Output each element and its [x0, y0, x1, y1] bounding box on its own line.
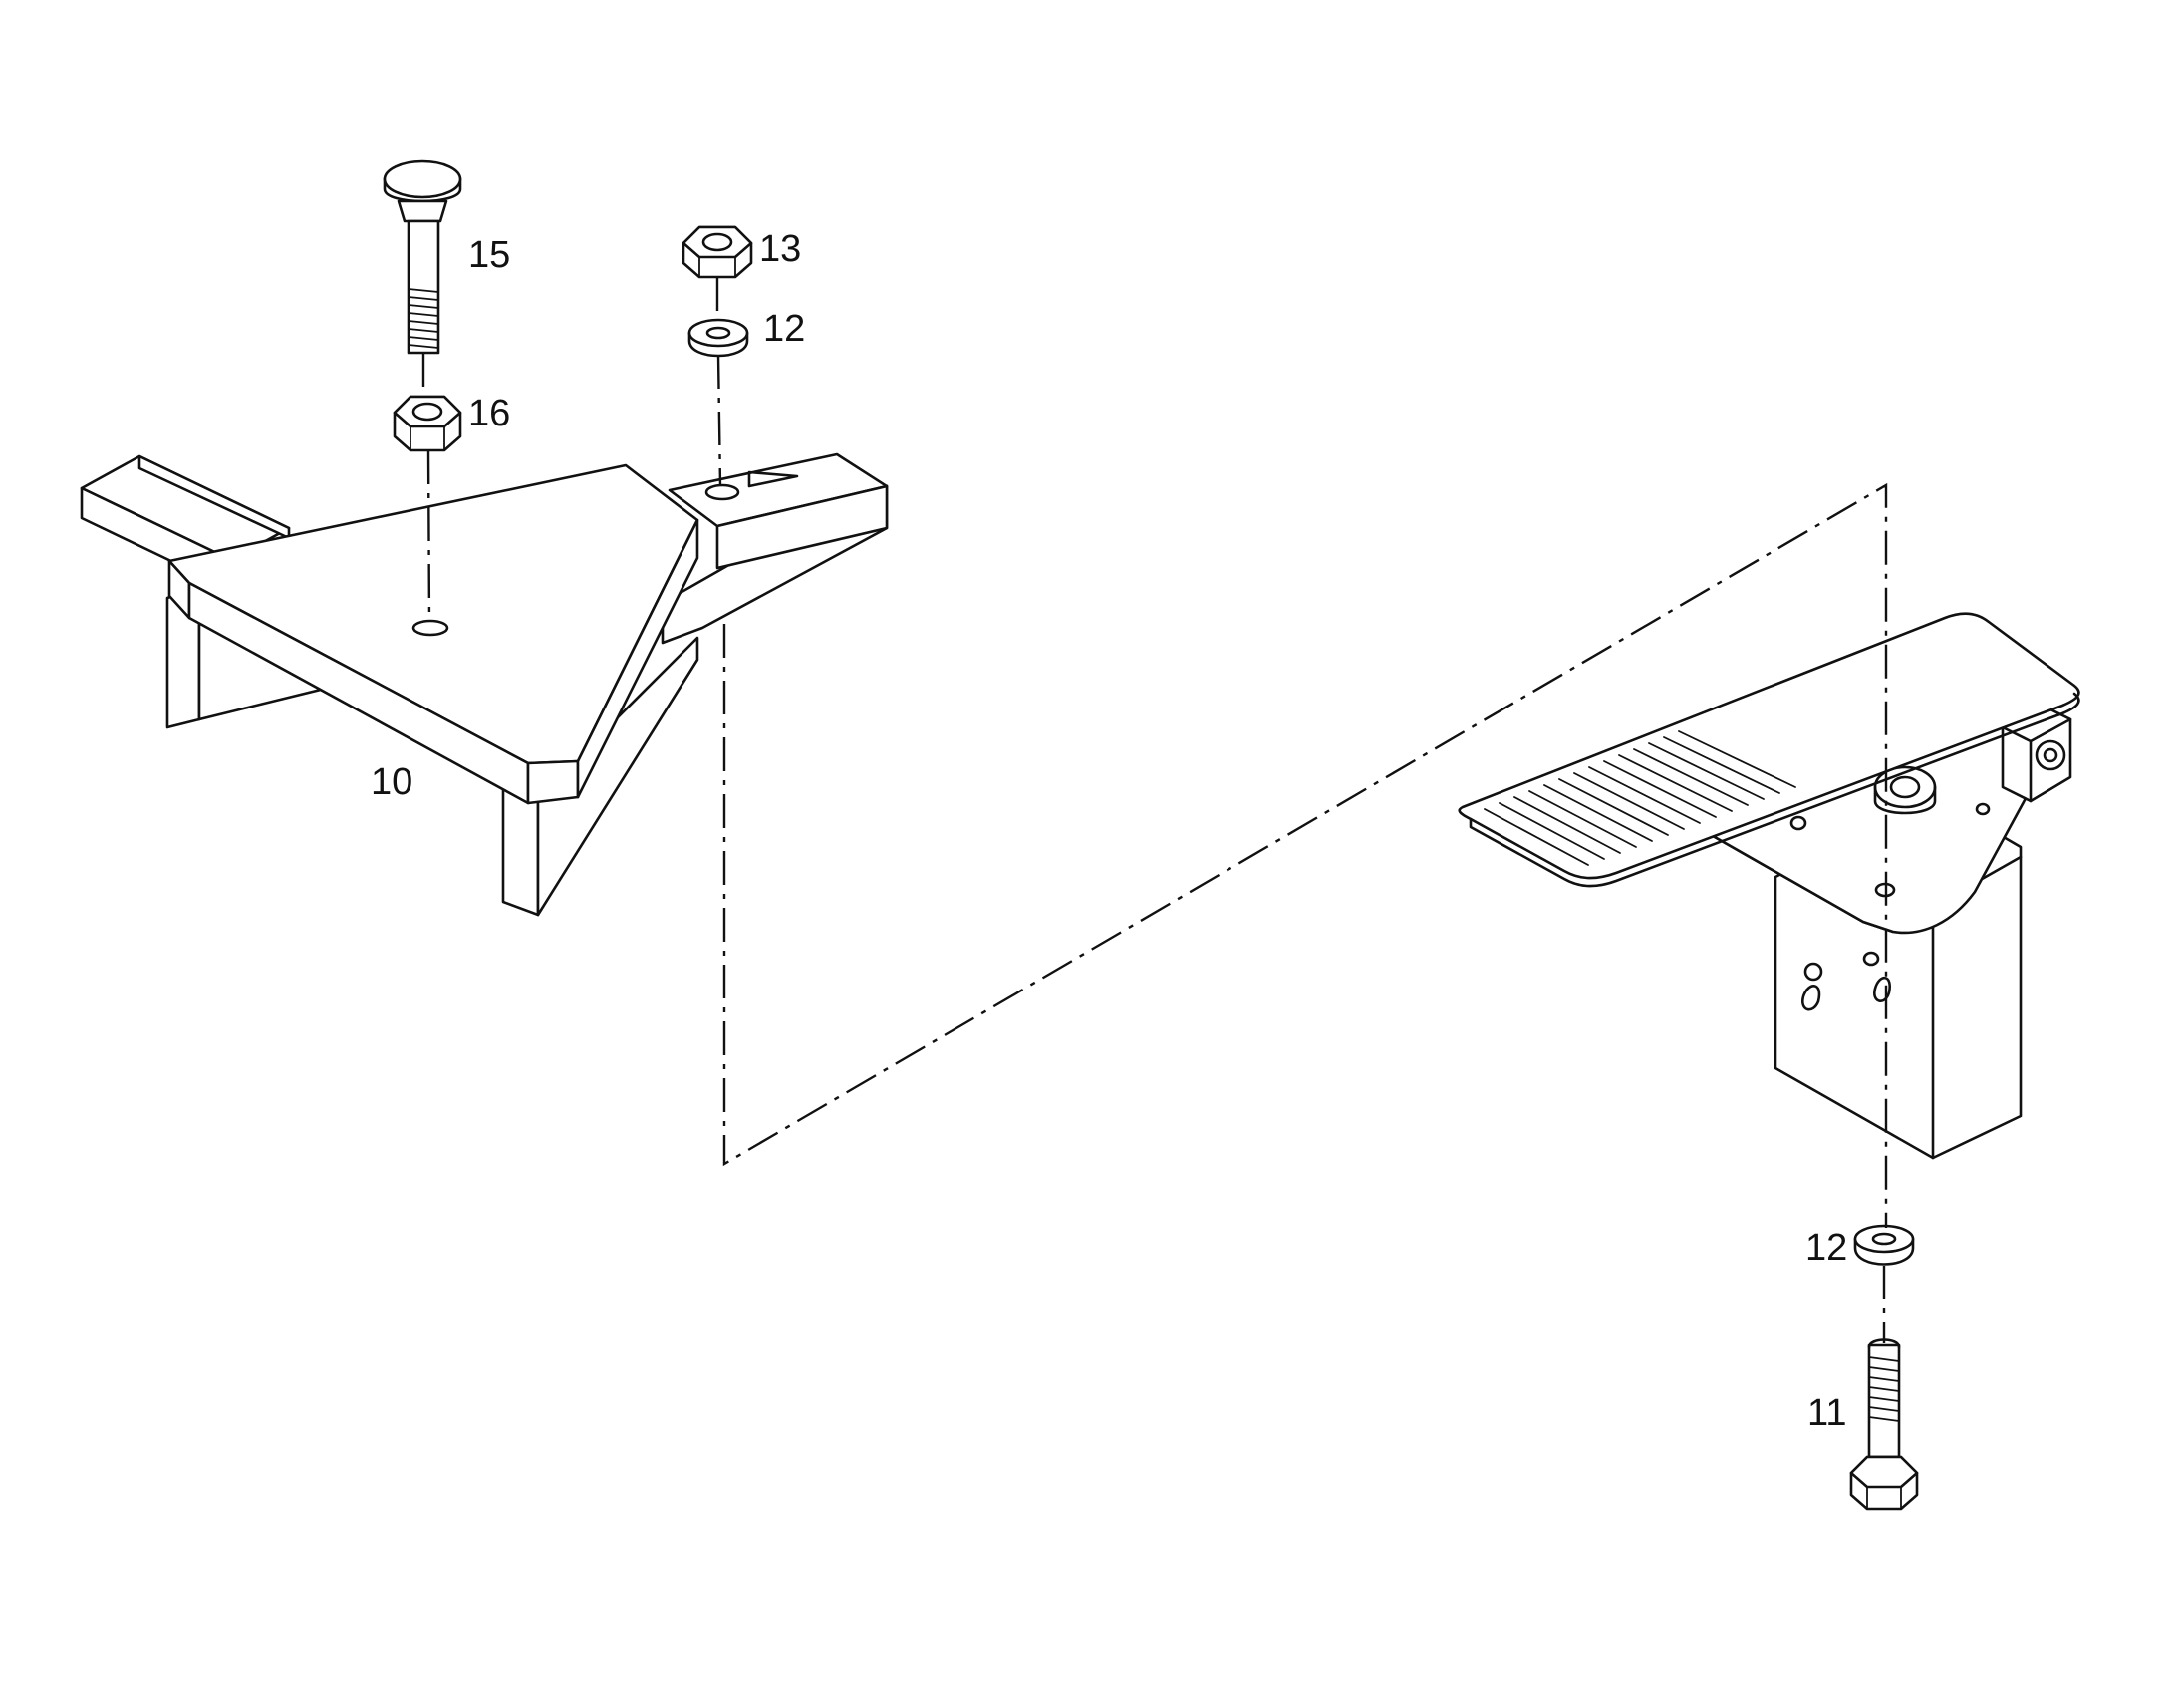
washer-part-12-top [687, 318, 749, 358]
bracket-part-10 [80, 452, 889, 917]
callout-part-16: 16 [468, 393, 510, 434]
bolt-part-15 [383, 159, 462, 355]
part-callouts: 10 11 12 12 13 15 16 [371, 228, 1847, 1434]
callout-part-15: 15 [468, 234, 510, 276]
callout-part-11: 11 [1807, 1392, 1846, 1434]
callout-part-12-bottom: 12 [1805, 1227, 1847, 1269]
callout-part-13: 13 [759, 228, 801, 270]
callout-part-10: 10 [371, 761, 412, 803]
nut-part-16 [393, 395, 462, 452]
pedal-grip-ribs [1484, 730, 1796, 866]
foot-pedal-assembly [1458, 612, 2080, 1160]
washer-part-12-bottom [1853, 1224, 1915, 1266]
assembly-center-lines [421, 277, 1888, 1343]
bolt-part-11 [1849, 1338, 1919, 1511]
nut-part-13 [682, 225, 753, 279]
callout-part-12-top: 12 [763, 308, 805, 350]
